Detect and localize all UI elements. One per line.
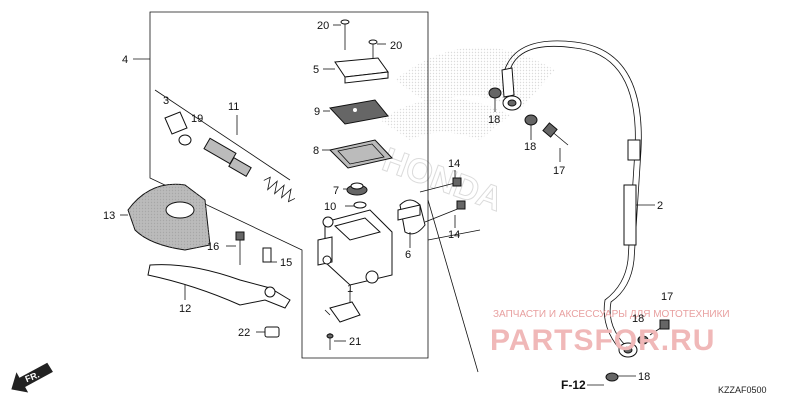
callout-14: 14 <box>448 158 460 170</box>
callout-20: 20 <box>317 20 329 32</box>
front-direction-arrow: FR. <box>11 362 53 393</box>
plate-part-9 <box>323 99 389 125</box>
callout-14: 14 <box>448 229 460 241</box>
bolt-part-14 <box>419 170 466 228</box>
callout-2: 2 <box>657 200 663 212</box>
callout-19: 19 <box>191 113 203 125</box>
callout-16: 16 <box>207 241 219 253</box>
callout-10: 10 <box>324 201 336 213</box>
banjo-bolt-part-17 <box>542 122 569 162</box>
banjo-fitting-lower <box>605 319 670 382</box>
callout-18: 18 <box>524 141 536 153</box>
callout-11: 11 <box>228 101 239 113</box>
watermark-site: PARTSFOR.RU <box>490 324 715 357</box>
callout-18: 18 <box>488 114 500 126</box>
nut-part-15 <box>262 247 277 263</box>
boot-part-7 <box>343 182 368 196</box>
master-cylinder-body <box>317 209 393 286</box>
svg-text:HONDA: HONDA <box>377 141 507 219</box>
leader-line <box>427 199 479 373</box>
reservoir-cap-part-5 <box>323 57 389 84</box>
callout-1: 1 <box>347 283 353 295</box>
holder-part-6 <box>397 199 426 248</box>
diaphragm-part-8 <box>322 139 393 169</box>
callout-9: 9 <box>314 106 320 118</box>
callout-18: 18 <box>632 313 644 325</box>
assembly-frame <box>149 11 429 359</box>
callout-18: 18 <box>638 371 650 383</box>
leader-line <box>427 229 481 241</box>
callout-21: 21 <box>349 336 361 348</box>
callout-22: 22 <box>238 327 250 339</box>
pivot-bolt-part-16 <box>226 231 245 265</box>
callout-12: 12 <box>179 303 191 315</box>
callout-20: 20 <box>390 40 402 52</box>
brand-logo-watermark: HONDA <box>377 47 555 220</box>
callout-8: 8 <box>313 145 319 157</box>
callout-15: 15 <box>280 257 292 269</box>
callout-13: 13 <box>103 210 115 222</box>
watermark-tagline: ЗАПЧАСТИ И АКСЕССУАРЫ ДЛЯ МОТОТЕХНИКИ <box>493 309 730 320</box>
diagram-code: KZZAF0500 <box>718 385 767 395</box>
screw-part-21 <box>326 333 346 350</box>
cap-part-22 <box>256 326 280 338</box>
callout-6: 6 <box>405 249 411 261</box>
screw-part-20 <box>333 19 350 50</box>
oring-part-10 <box>345 201 367 209</box>
callout-4: 4 <box>122 54 128 66</box>
lever-cover-part-13 <box>120 183 211 251</box>
reference-label: F-12 <box>561 378 586 392</box>
brake-hose-part-2 <box>503 40 655 356</box>
banjo-fitting-upper <box>488 67 538 140</box>
brake-switch-part-1 <box>324 290 361 323</box>
callout-5: 5 <box>313 64 319 76</box>
callout-17: 17 <box>661 291 673 303</box>
callout-3: 3 <box>163 95 169 107</box>
piston-assembly <box>154 89 296 203</box>
callout-17: 17 <box>553 165 565 177</box>
callout-7: 7 <box>333 185 339 197</box>
brake-lever-part-12 <box>147 264 291 309</box>
